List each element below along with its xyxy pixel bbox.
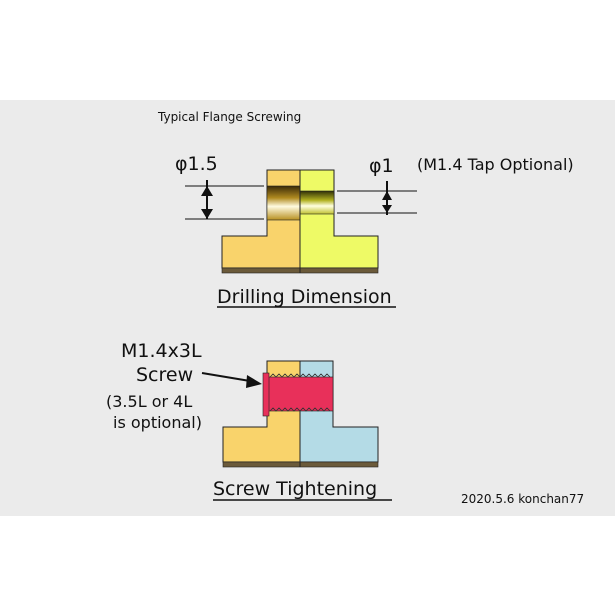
arrowhead-icon	[201, 186, 213, 219]
thread-bottom	[269, 407, 331, 412]
screw-label-line1: M1.4x3L	[121, 340, 202, 362]
screw-label-line2: Screw	[136, 364, 193, 386]
arrowhead-icon	[246, 375, 262, 388]
hole-1	[299, 190, 335, 215]
pointer-arrow	[201, 372, 251, 382]
drilling-caption: Drilling Dimension	[217, 286, 392, 308]
tightening-diagram: M1.4x3L Screw (3.5L or 4L is optional) S…	[106, 340, 392, 501]
screw-head	[262, 372, 270, 417]
hole-1-5	[266, 185, 301, 221]
dim-label-1: φ1	[369, 155, 394, 177]
option-line1: (3.5L or 4L	[106, 392, 192, 411]
drilling-diagram: φ1.5 φ1 (M1.4 Tap Optional) Drilling Dim…	[175, 153, 574, 308]
tap-optional-note: (M1.4 Tap Optional)	[417, 155, 574, 174]
credit: 2020.5.6 konchan77	[461, 492, 584, 506]
arrowhead-icon	[382, 191, 392, 213]
diagram-title: Typical Flange Screwing	[157, 110, 301, 124]
tightening-caption: Screw Tightening	[213, 478, 377, 500]
dim-label-1-5: φ1.5	[175, 153, 218, 175]
option-line2: is optional)	[113, 413, 202, 432]
thread-top	[269, 373, 331, 378]
screw-body	[267, 376, 334, 412]
